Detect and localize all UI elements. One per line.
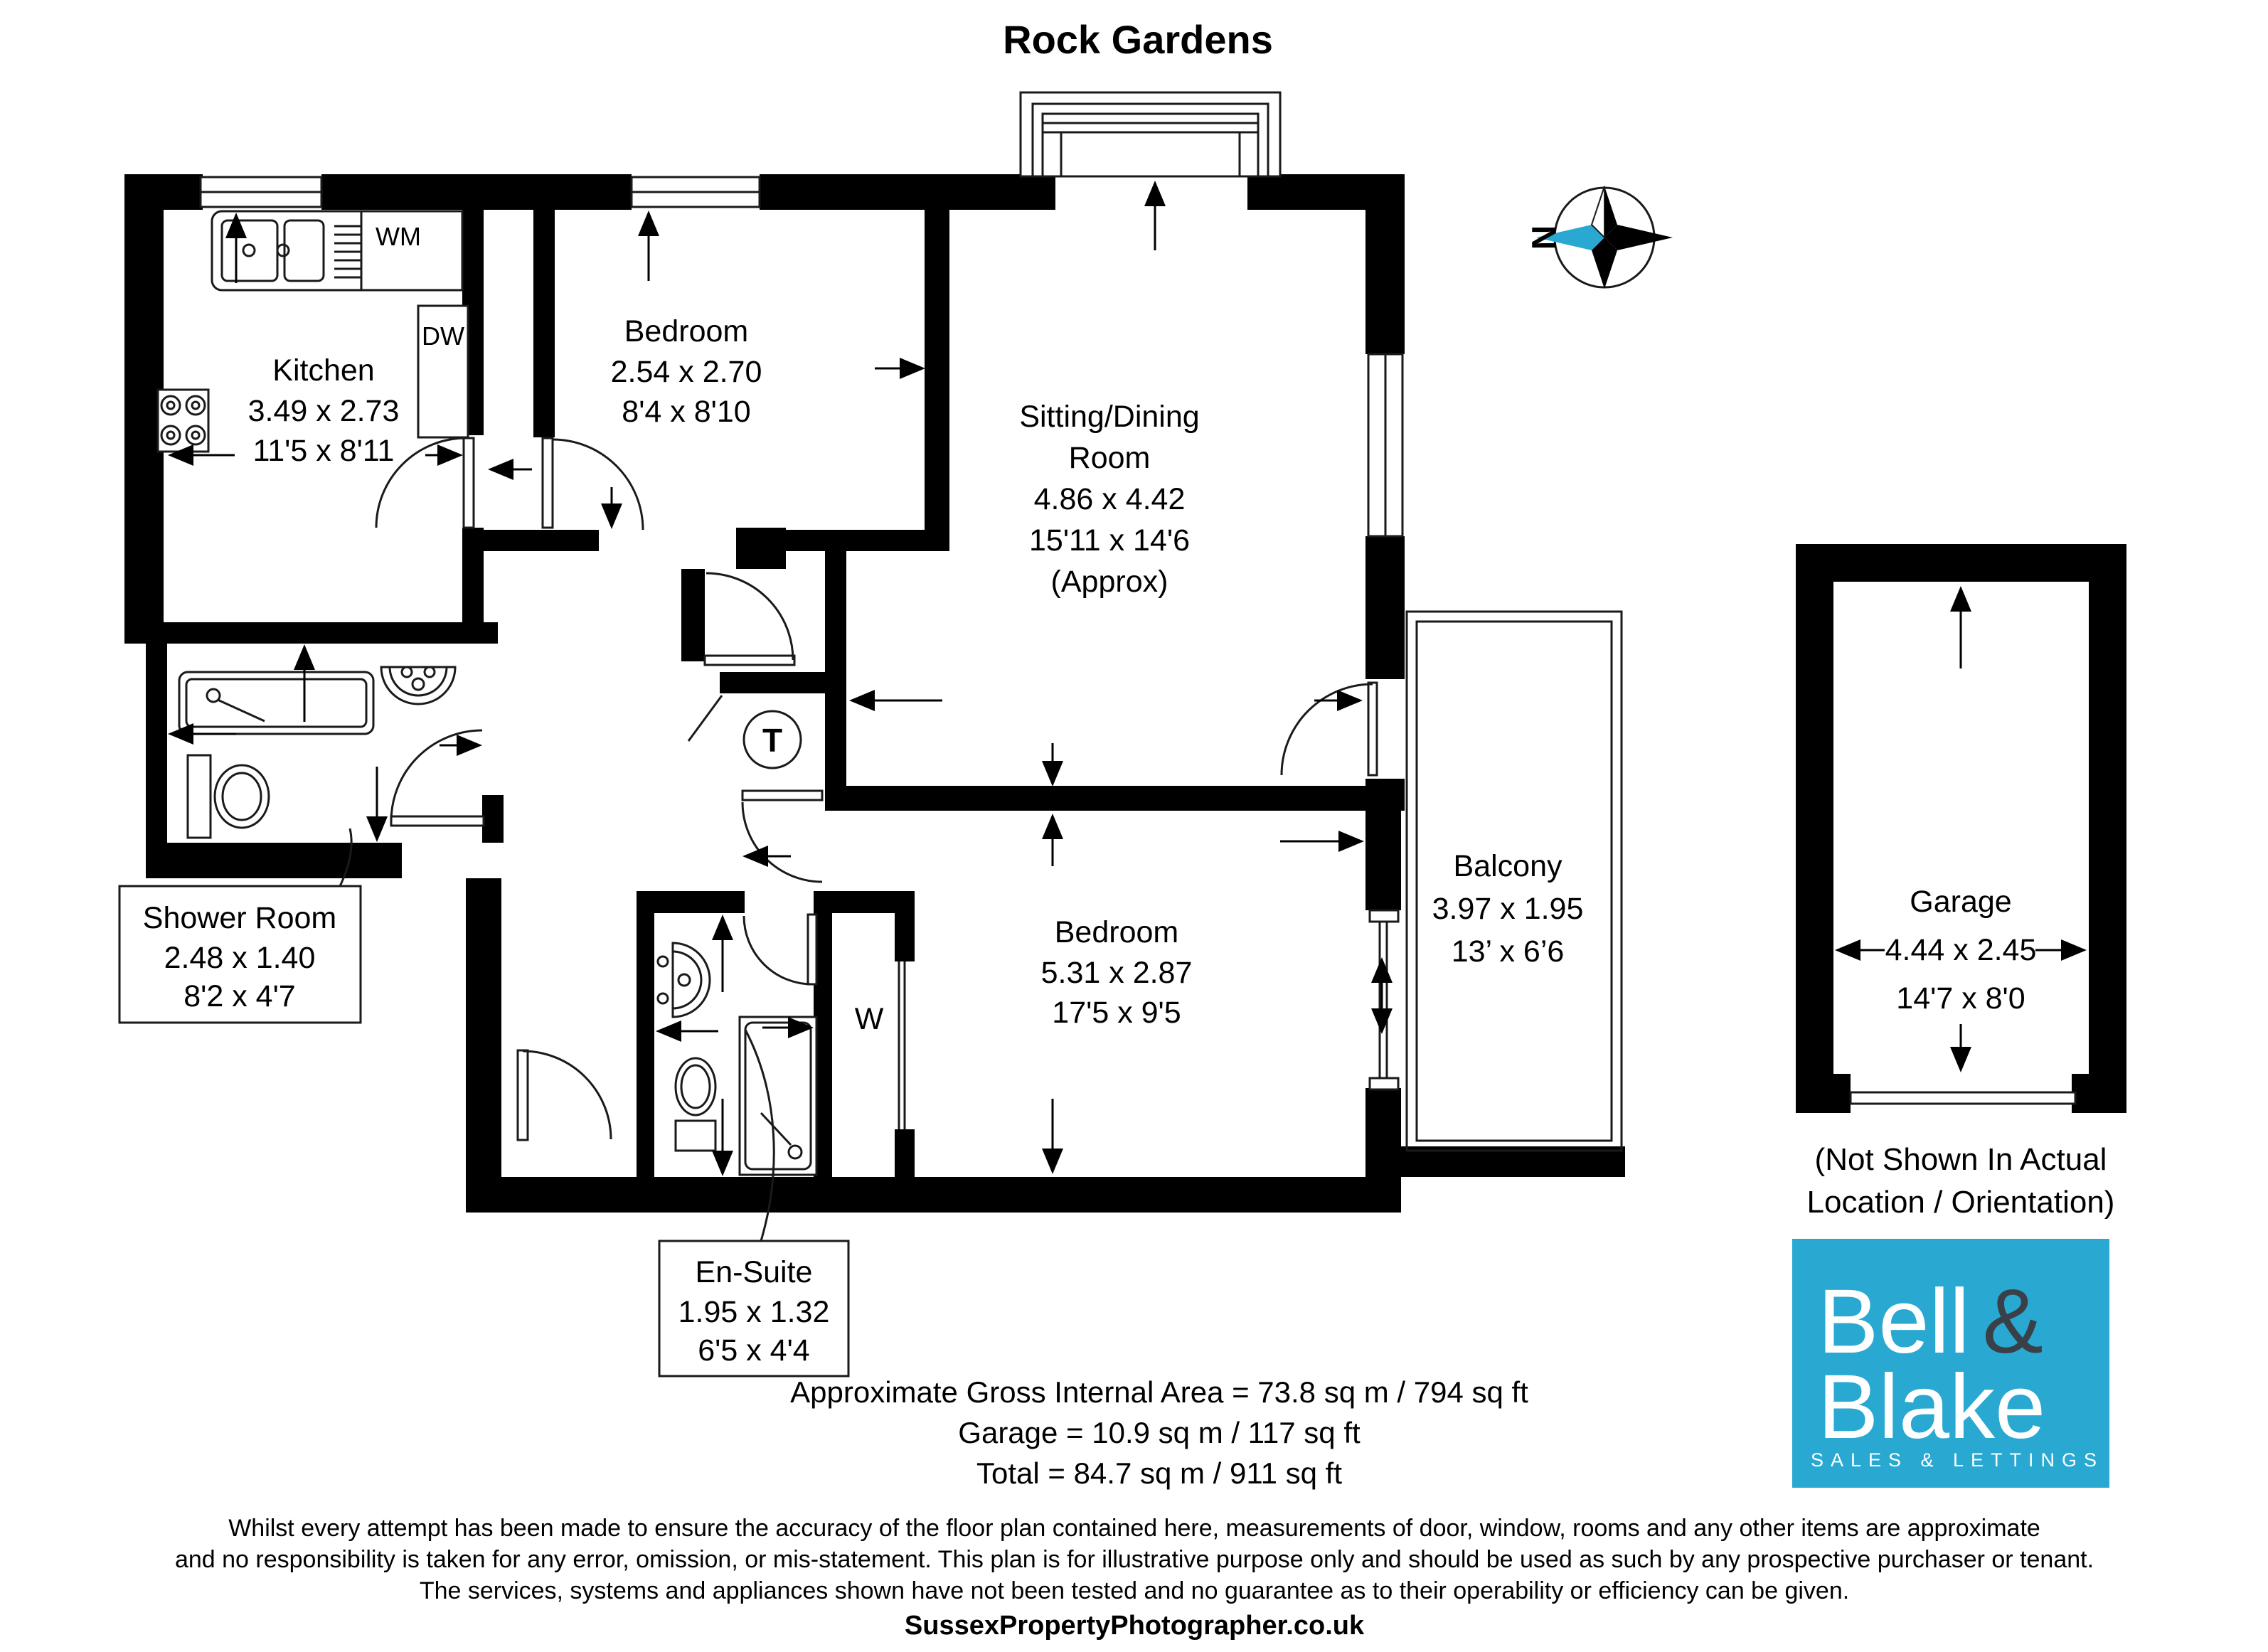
garage-door-icon — [1849, 1091, 2077, 1105]
sitting-window-icon — [1367, 353, 1404, 538]
bedroom2-door-icon — [741, 789, 824, 883]
entrance-door-icon — [516, 1049, 612, 1141]
garage-imperial: 14'7 x 8'0 — [1896, 981, 2025, 1016]
dishwasher-icon — [417, 304, 469, 439]
area-line3: Total = 84.7 sq m / 911 sq ft — [976, 1456, 1342, 1490]
ensuite-fixtures — [656, 942, 818, 1176]
sitting-name2: Room — [1069, 441, 1151, 475]
shower-room-label-box: Shower Room 2.48 x 1.40 8'2 x 4'7 — [118, 828, 362, 1024]
balcony-label: Balcony 3.97 x 1.95 13’ x 6’6 — [1432, 849, 1584, 969]
area-line1: Approximate Gross Internal Area = 73.8 s… — [790, 1375, 1528, 1409]
shower-metric: 2.48 x 1.40 — [164, 941, 316, 975]
windows — [199, 91, 1404, 1129]
walls — [124, 174, 1625, 1213]
compass-north-label: N — [1526, 225, 1564, 250]
bedroom1-name: Bedroom — [624, 314, 748, 348]
ensuite-name: En-Suite — [696, 1255, 813, 1289]
kitchen-imperial: 11'5 x 8'11 — [253, 434, 395, 468]
bedroom1-imperial: 8'4 x 8'10 — [622, 395, 750, 429]
wardrobe-label: W — [855, 1002, 884, 1036]
balcony-slider-icon — [1368, 909, 1400, 1091]
ensuite-imperial: 6'5 x 4'4 — [698, 1333, 809, 1368]
ensuite-label-box: En-Suite 1.95 x 1.32 6'5 x 4'4 — [658, 1029, 850, 1377]
ensuite-basin-icon — [656, 942, 711, 1018]
ensuite-door-icon — [742, 913, 818, 986]
shower-tray-icon — [178, 671, 375, 735]
bedroom1-metric: 2.54 x 2.70 — [611, 355, 762, 389]
logo-blake: Blake — [1818, 1356, 2045, 1458]
kitchen-name: Kitchen — [272, 353, 374, 388]
bay-window-icon — [1019, 91, 1282, 178]
disclaimer-line2: and no responsibility is taken for any e… — [175, 1546, 2094, 1573]
balcony-railing — [1405, 610, 1623, 1152]
area-summary: Approximate Gross Internal Area = 73.8 s… — [790, 1375, 1528, 1490]
kitchen-label: Kitchen 3.49 x 2.73 11'5 x 8'11 — [248, 353, 400, 468]
toilet-icon — [186, 754, 270, 839]
logo-ampersand: & — [1982, 1271, 2043, 1373]
svg-text:Bell&: Bell& — [1818, 1271, 2043, 1373]
disclaimer: Whilst every attempt has been made to en… — [175, 1515, 2094, 1641]
sitting-metric: 4.86 x 4.42 — [1034, 482, 1186, 516]
disclaimer-line3: The services, systems and appliances sho… — [420, 1577, 1849, 1604]
garage-metric: 4.44 x 2.45 — [1885, 933, 2037, 967]
ensuite-metric: 1.95 x 1.32 — [678, 1295, 830, 1329]
balcony-name: Balcony — [1454, 849, 1562, 883]
dishwasher-label: DW — [422, 321, 464, 351]
page-title: Rock Gardens — [1003, 17, 1273, 62]
website-link[interactable]: SussexPropertyPhotographer.co.uk — [905, 1611, 1365, 1641]
washing-machine-icon — [360, 210, 464, 292]
garage-name: Garage — [1910, 885, 2011, 919]
balcony-door-icon — [1280, 681, 1378, 777]
sitting-imperial: 15'11 x 14'6 — [1029, 523, 1190, 558]
area-line2: Garage = 10.9 sq m / 117 sq ft — [958, 1416, 1361, 1449]
ensuite-toilet-icon — [674, 1057, 717, 1152]
dimension-arrows — [168, 181, 1393, 1176]
bedroom1-label: Bedroom 2.54 x 2.70 8'4 x 8'10 — [611, 314, 762, 429]
sitting-approx: (Approx) — [1051, 565, 1168, 599]
kitchen-metric: 3.49 x 2.73 — [248, 394, 400, 428]
garage-note-line1: (Not Shown In Actual — [1815, 1142, 2107, 1177]
kitchen-window-icon — [199, 176, 323, 208]
garage: Garage 4.44 x 2.45 14'7 x 8'0 (Not Shown… — [1796, 544, 2126, 1220]
logo-background — [1792, 1239, 2109, 1488]
cupboard-door-icon — [687, 695, 723, 742]
bedroom2-imperial: 17'5 x 9'5 — [1052, 996, 1181, 1030]
washing-machine-label: WM — [376, 222, 421, 251]
compass-icon: N — [1526, 186, 1673, 289]
shower-door-icon — [390, 729, 485, 827]
basin-icon — [380, 666, 457, 705]
balcony-imperial: 13’ x 6’6 — [1452, 934, 1565, 969]
shower-room-fixtures — [178, 666, 457, 839]
bedroom2-metric: 5.31 x 2.87 — [1041, 956, 1193, 990]
sitting-door-icon — [703, 572, 796, 666]
logo-tagline: SALES & LETTINGS — [1811, 1449, 2104, 1471]
sitting-room-label: Sitting/Dining Room 4.86 x 4.42 15'11 x … — [1019, 400, 1199, 599]
tank-cupboard: T — [742, 710, 802, 769]
sitting-name1: Sitting/Dining — [1019, 400, 1199, 434]
bedroom2-label: Bedroom 5.31 x 2.87 17'5 x 9'5 — [1041, 915, 1193, 1030]
shower-name: Shower Room — [143, 901, 336, 935]
logo-bell: Bell — [1818, 1271, 1969, 1373]
wardrobe-door-icon — [898, 961, 906, 1129]
garage-note-line2: Location / Orientation) — [1807, 1185, 2115, 1220]
balcony-metric: 3.97 x 1.95 — [1432, 892, 1584, 926]
bedroom1-door-icon — [541, 437, 644, 531]
disclaimer-line1: Whilst every attempt has been made to en… — [228, 1515, 2040, 1542]
shower-imperial: 8'2 x 4'7 — [183, 979, 295, 1013]
kitchen-fixtures — [156, 210, 469, 453]
bedroom-window-icon — [630, 176, 761, 208]
tank-label: T — [762, 722, 782, 759]
bell-blake-logo: Bell& Blake SALES & LETTINGS — [1792, 1239, 2109, 1488]
bedroom2-name: Bedroom — [1055, 915, 1178, 949]
doors — [375, 437, 1378, 1141]
hob-icon — [156, 388, 210, 453]
